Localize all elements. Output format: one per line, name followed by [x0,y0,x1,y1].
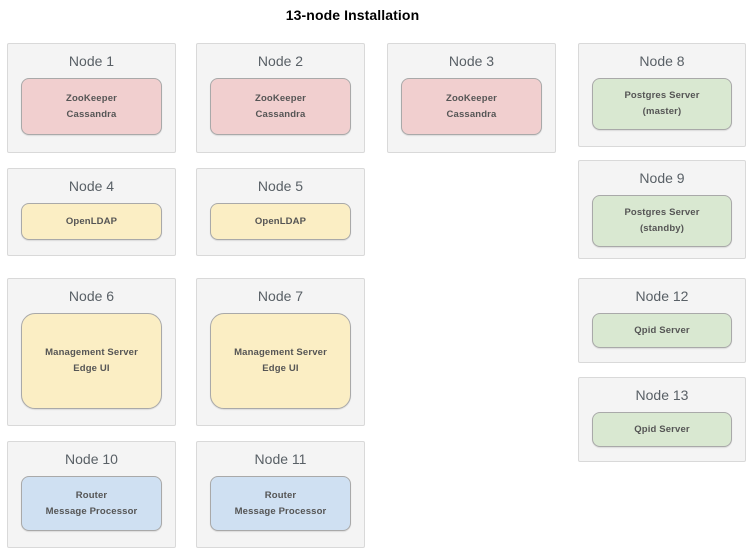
page-title: 13-node Installation [285,7,420,23]
service-box-management-server-edge-ui[interactable]: Management Server Edge UI [21,313,162,409]
node-label: Node 6 [68,288,115,304]
service-line: OpenLDAP [254,215,307,227]
service-box-zookeeper-cassandra[interactable]: ZooKeeper Cassandra [210,78,351,135]
service-line: Cassandra [66,108,117,120]
node-card-node-8[interactable]: Node 8 Postgres Server (master) [578,43,746,147]
node-card-node-11[interactable]: Node 11 Router Message Processor [196,441,365,548]
service-line: ZooKeeper [255,92,306,104]
service-line: Cassandra [255,108,306,120]
service-line: OpenLDAP [65,215,118,227]
service-line: (master) [642,106,682,117]
service-line: Qpid Server [634,324,690,336]
node-card-node-12[interactable]: Node 12 Qpid Server [578,278,746,363]
node-label: Node 4 [68,178,115,194]
service-box-qpid-server[interactable]: Qpid Server [592,412,732,447]
service-line: Message Processor [234,505,327,517]
node-label: Node 9 [639,170,685,186]
service-line: Management Server [234,347,327,358]
service-box-postgres-server-standby[interactable]: Postgres Server (standby) [592,195,732,247]
node-card-node-9[interactable]: Node 9 Postgres Server (standby) [578,160,746,259]
service-box-zookeeper-cassandra[interactable]: ZooKeeper Cassandra [21,78,162,135]
service-box-router-message-processor[interactable]: Router Message Processor [21,476,162,531]
service-line: Edge UI [262,363,299,374]
node-label: Node 7 [257,288,304,304]
service-line: Edge UI [73,363,110,374]
service-line: Cassandra [446,108,497,120]
service-line: (standby) [639,223,685,234]
service-box-qpid-server[interactable]: Qpid Server [592,313,732,348]
node-label: Node 8 [639,53,685,69]
node-card-node-10[interactable]: Node 10 Router Message Processor [7,441,176,548]
service-line: Message Processor [45,505,138,517]
node-card-node-3[interactable]: Node 3 ZooKeeper Cassandra [387,43,556,153]
service-line: ZooKeeper [66,92,117,104]
node-label: Node 11 [254,451,307,467]
node-card-node-13[interactable]: Node 13 Qpid Server [578,377,746,462]
node-label: Node 5 [257,178,304,194]
service-line: ZooKeeper [446,92,497,104]
node-label: Node 1 [68,53,115,69]
service-box-postgres-server-master[interactable]: Postgres Server (master) [592,78,732,130]
node-label: Node 12 [635,288,689,304]
service-line: Qpid Server [634,423,690,435]
service-box-openldap[interactable]: OpenLDAP [210,203,351,240]
node-label: Node 13 [635,387,689,403]
node-card-node-4[interactable]: Node 4 OpenLDAP [7,168,176,256]
node-label: Node 10 [65,451,118,467]
service-box-management-server-edge-ui[interactable]: Management Server Edge UI [210,313,351,409]
service-line: Postgres Server [624,207,700,218]
service-box-zookeeper-cassandra[interactable]: ZooKeeper Cassandra [401,78,542,135]
service-line: Router [264,489,297,501]
service-box-router-message-processor[interactable]: Router Message Processor [210,476,351,531]
node-label: Node 2 [257,53,304,69]
service-box-openldap[interactable]: OpenLDAP [21,203,162,240]
service-line: Postgres Server [624,90,700,101]
node-card-node-1[interactable]: Node 1 ZooKeeper Cassandra [7,43,176,153]
node-card-node-2[interactable]: Node 2 ZooKeeper Cassandra [196,43,365,153]
node-card-node-7[interactable]: Node 7 Management Server Edge UI [196,278,365,426]
node-card-node-6[interactable]: Node 6 Management Server Edge UI [7,278,176,426]
service-line: Management Server [45,347,138,358]
service-line: Router [75,489,108,501]
node-label: Node 3 [448,53,495,69]
node-card-node-5[interactable]: Node 5 OpenLDAP [196,168,365,256]
